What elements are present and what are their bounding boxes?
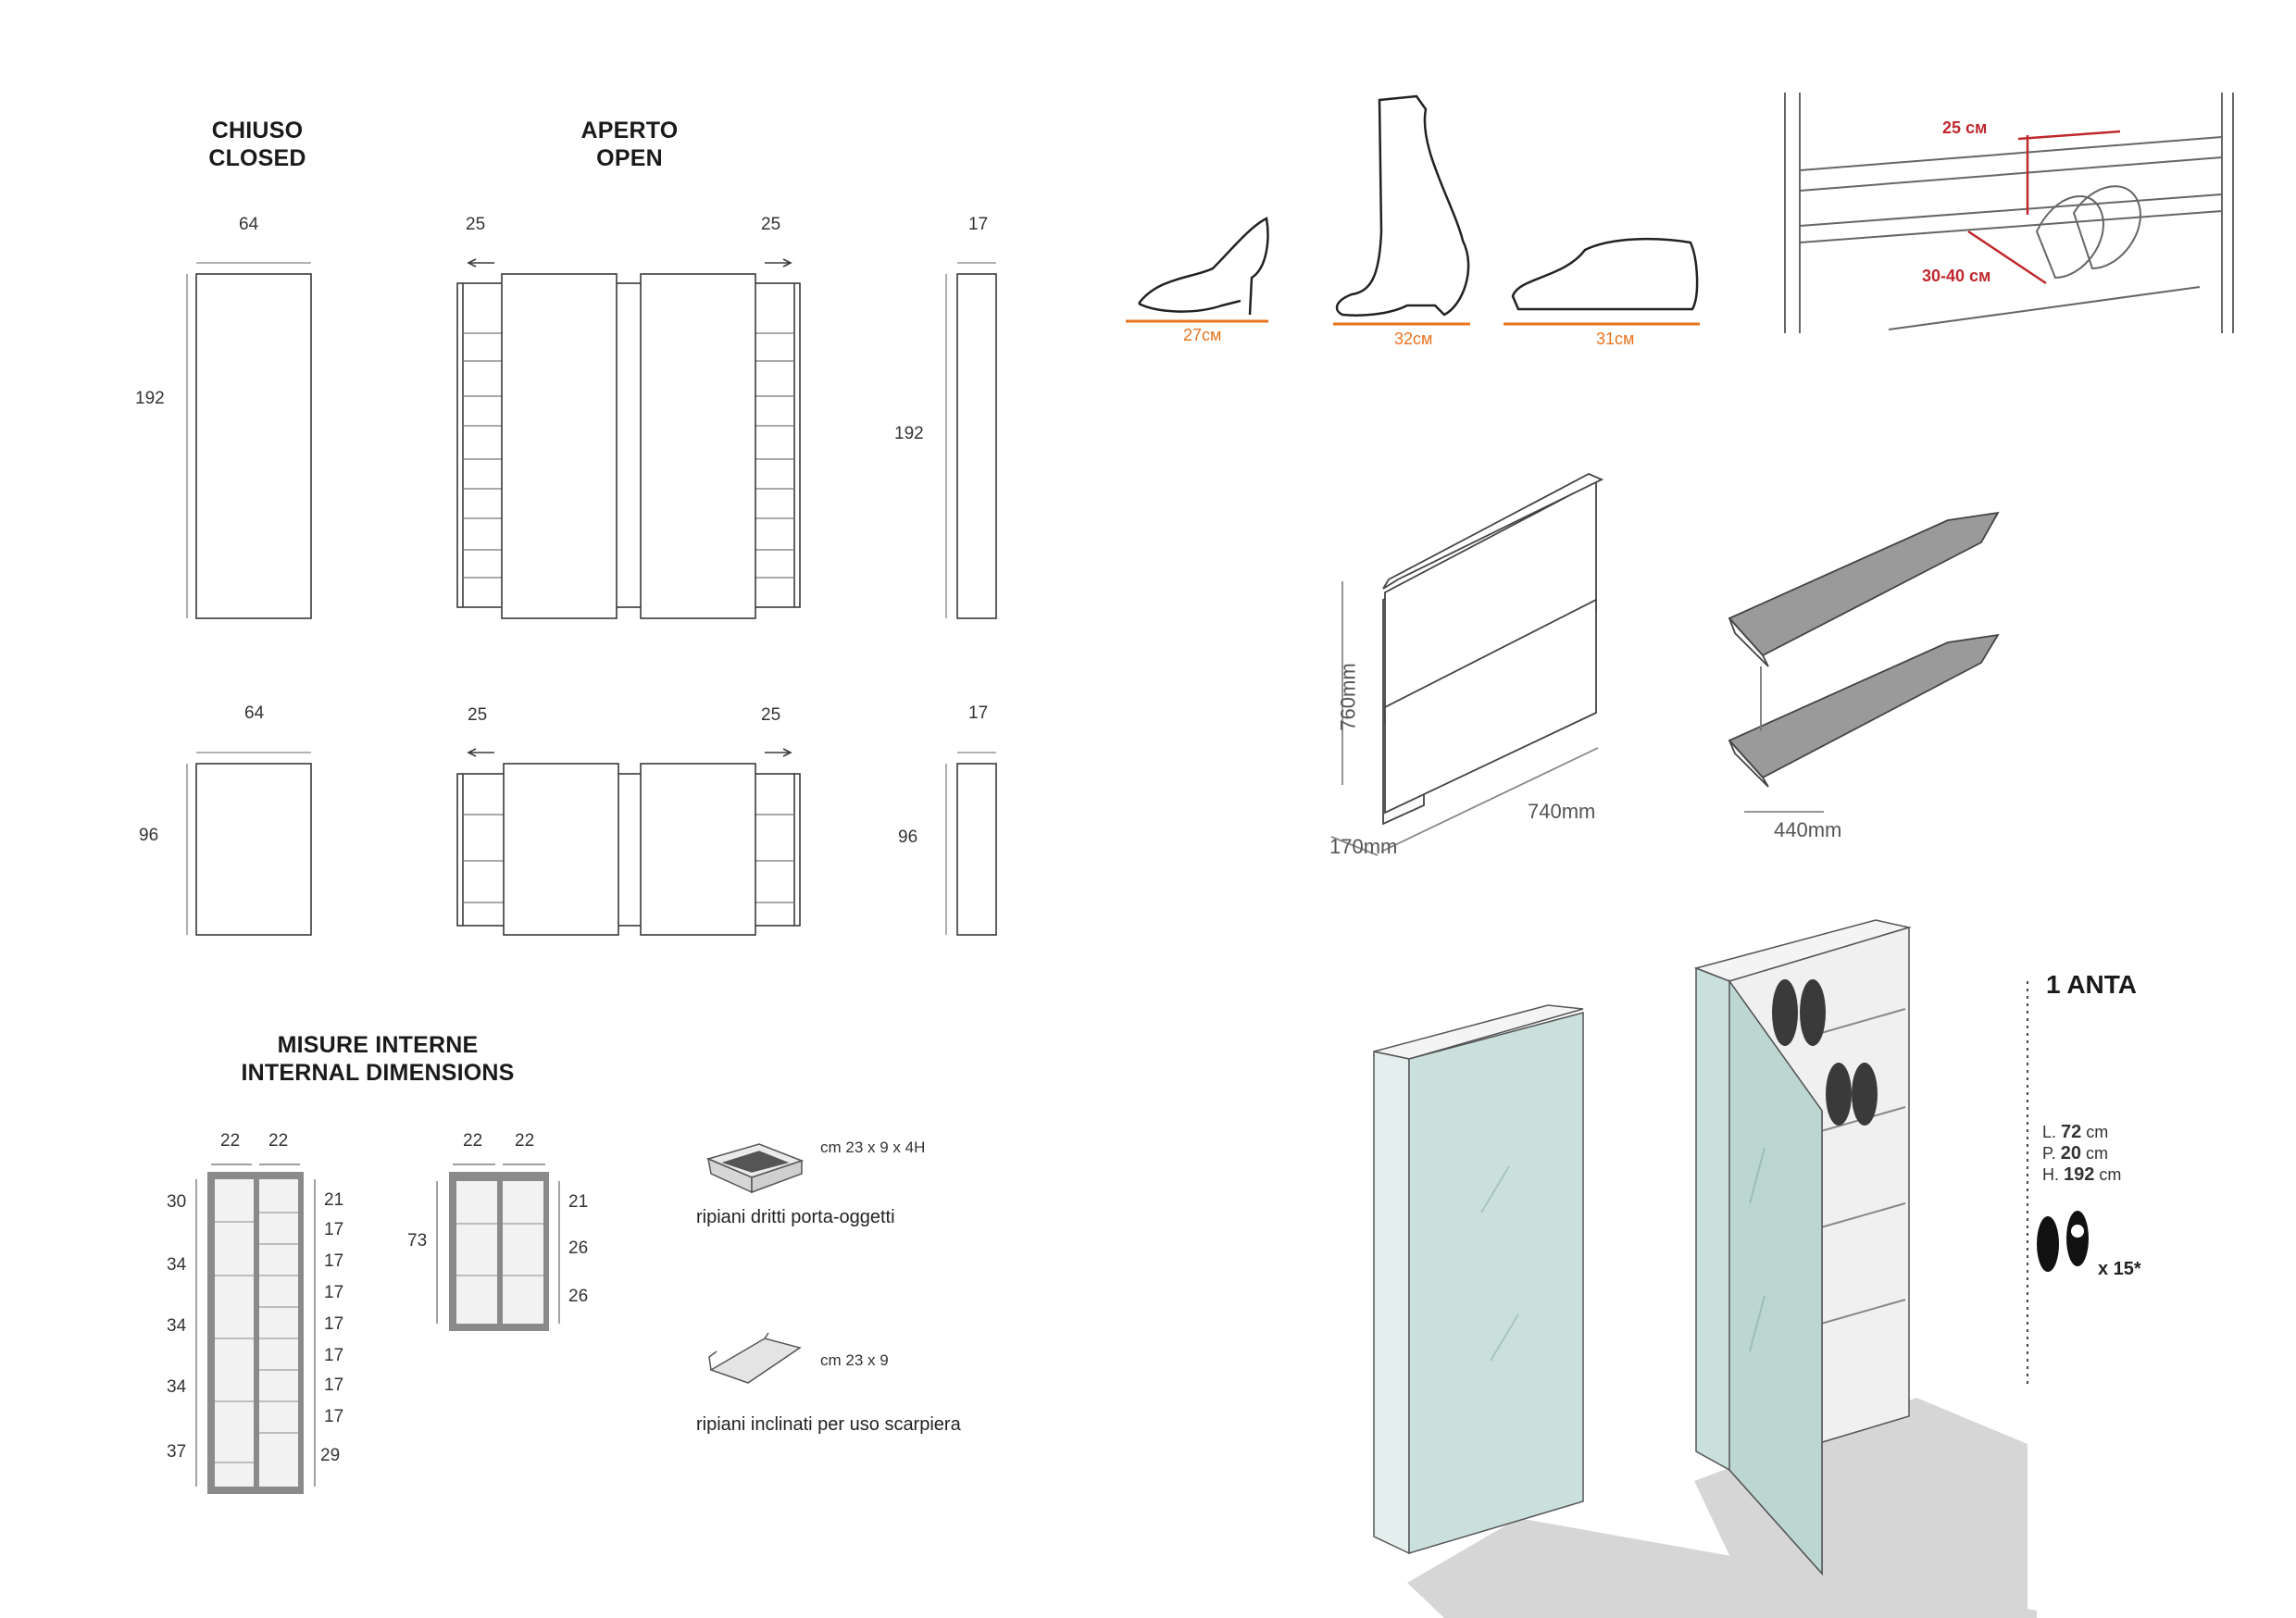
side-short-cabinet: [956, 763, 997, 936]
dim-short-height: 96: [139, 826, 159, 845]
internal-tall-right-6: 17: [324, 1346, 344, 1365]
internal-short-width-1: 22: [463, 1131, 483, 1151]
heading-closed: CHIUSO CLOSED: [176, 117, 339, 172]
dim-short-width: 64: [244, 703, 265, 723]
dim-tall-open-left: 25: [466, 215, 486, 234]
heading-internal: MISURE INTERNE INTERNAL DIMENSIONS: [230, 1031, 526, 1087]
internal-tall-left-2: 34: [167, 1255, 187, 1275]
dim-tall-side-height: 192: [894, 424, 924, 443]
heading-open-en: OPEN: [596, 145, 663, 171]
tray-label: ripiani dritti porta-oggetti: [696, 1207, 895, 1227]
shoe-boot-size: 32см: [1394, 330, 1433, 348]
internal-short-right-3: 26: [568, 1287, 589, 1306]
inclined-wall-units: [1728, 511, 2000, 813]
dim-short-open-right: 25: [761, 705, 781, 725]
internal-tall-left-1: 30: [167, 1192, 187, 1212]
heading-open-it: APERTO: [580, 118, 679, 143]
internal-short-diagram: [436, 1164, 560, 1331]
shoe-drawings: [1137, 94, 1699, 317]
spec-pairs: x 15*: [2098, 1259, 2141, 1279]
spec-depth-unit: cm: [2085, 1144, 2108, 1163]
side-tall-cabinet: [956, 273, 997, 619]
spec-length-label: L.: [2042, 1123, 2057, 1141]
shelf-depth-label: 30-40 см: [1922, 267, 1991, 285]
spec-depth-row: P. 20 cm: [2042, 1143, 2121, 1164]
internal-tall-diagram: [195, 1164, 316, 1494]
spec-height-row: H. 192 cm: [2042, 1164, 2121, 1186]
spec-height-value: 192: [2064, 1164, 2095, 1185]
internal-tall-right-5: 17: [324, 1314, 344, 1334]
internal-tall-left-4: 34: [167, 1377, 187, 1397]
heading-open: APERTO OPEN: [546, 117, 713, 172]
shelf-height-label: 25 см: [1942, 118, 1988, 137]
internal-tall-right-9: 29: [320, 1446, 341, 1465]
internal-short-width-2: 22: [515, 1131, 535, 1151]
closed-short-cabinet: [195, 763, 312, 936]
internal-tall-right-4: 17: [324, 1283, 344, 1302]
spec-title: 1 ANTA: [2046, 970, 2137, 999]
internal-tall-right-1: 21: [324, 1190, 344, 1210]
shoe-measure-lines: [1126, 319, 1700, 326]
open-tall-cabinet: [456, 258, 801, 619]
spec-depth-value: 20: [2060, 1143, 2081, 1164]
dim-short-side-height: 96: [898, 828, 918, 847]
footprint-icon: [2037, 1211, 2089, 1272]
dim-short-depth: 17: [968, 703, 989, 723]
internal-tall-left-3: 34: [167, 1316, 187, 1336]
spec-length-unit: cm: [2086, 1123, 2109, 1141]
shoe-heel-size: 27см: [1183, 326, 1222, 344]
tray-icon: [705, 1143, 805, 1194]
heading-closed-en: CLOSED: [208, 145, 306, 171]
spec-height-label: H.: [2042, 1165, 2059, 1184]
internal-tall-width-1: 22: [220, 1131, 241, 1151]
internal-tall-right-8: 17: [324, 1407, 344, 1426]
heading-closed-it: CHIUSO: [211, 118, 304, 143]
inclined-size: cm 23 x 9: [820, 1351, 889, 1369]
inclined-unit-width: 440mm: [1774, 818, 1842, 841]
internal-short-left: 73: [407, 1231, 428, 1251]
internal-tall-width-2: 22: [268, 1131, 289, 1151]
heading-internal-en: INTERNAL DIMENSIONS: [241, 1060, 515, 1086]
spec-depth-label: P.: [2042, 1144, 2056, 1163]
internal-tall-right-2: 17: [324, 1220, 344, 1239]
shelf-photo-sketch: [1784, 93, 2234, 333]
wall-unit-height: 760mm: [1336, 663, 1360, 731]
heading-internal-it: MISURE INTERNE: [277, 1032, 479, 1058]
dim-short-open-left: 25: [468, 705, 488, 725]
open-short-cabinet: [456, 748, 801, 936]
closed-tall-cabinet: [195, 273, 312, 619]
spec-height-unit: cm: [2099, 1165, 2122, 1184]
internal-short-right-1: 21: [568, 1192, 589, 1212]
internal-tall-left-5: 37: [167, 1442, 187, 1462]
spec-dimensions: L. 72 cm P. 20 cm H. 192 cm: [2042, 1122, 2121, 1186]
shelf-photo-arrows: [1967, 130, 2121, 285]
dim-tall-height: 192: [135, 389, 165, 408]
inclined-shelf-icon: [708, 1332, 802, 1384]
internal-short-right-2: 26: [568, 1238, 589, 1258]
internal-tall-right-3: 17: [324, 1251, 344, 1271]
internal-tall-right-7: 17: [324, 1375, 344, 1395]
open-cabinet-render: [1693, 919, 2028, 1618]
tray-size: cm 23 x 9 x 4H: [820, 1139, 926, 1156]
shoe-sneaker-size: 31см: [1596, 330, 1635, 348]
dim-tall-open-right: 25: [761, 215, 781, 234]
wall-unit-depth: 170mm: [1329, 835, 1398, 858]
dim-tall-width: 64: [239, 215, 259, 234]
inclined-label: ripiani inclinati per uso scarpiera: [696, 1414, 961, 1435]
wall-unit-width: 740mm: [1528, 800, 1596, 823]
spec-length-row: L. 72 cm: [2042, 1122, 2121, 1143]
spec-length-value: 72: [2061, 1122, 2082, 1142]
dim-tall-depth: 17: [968, 215, 989, 234]
wall-shoe-units: [1330, 473, 1604, 856]
